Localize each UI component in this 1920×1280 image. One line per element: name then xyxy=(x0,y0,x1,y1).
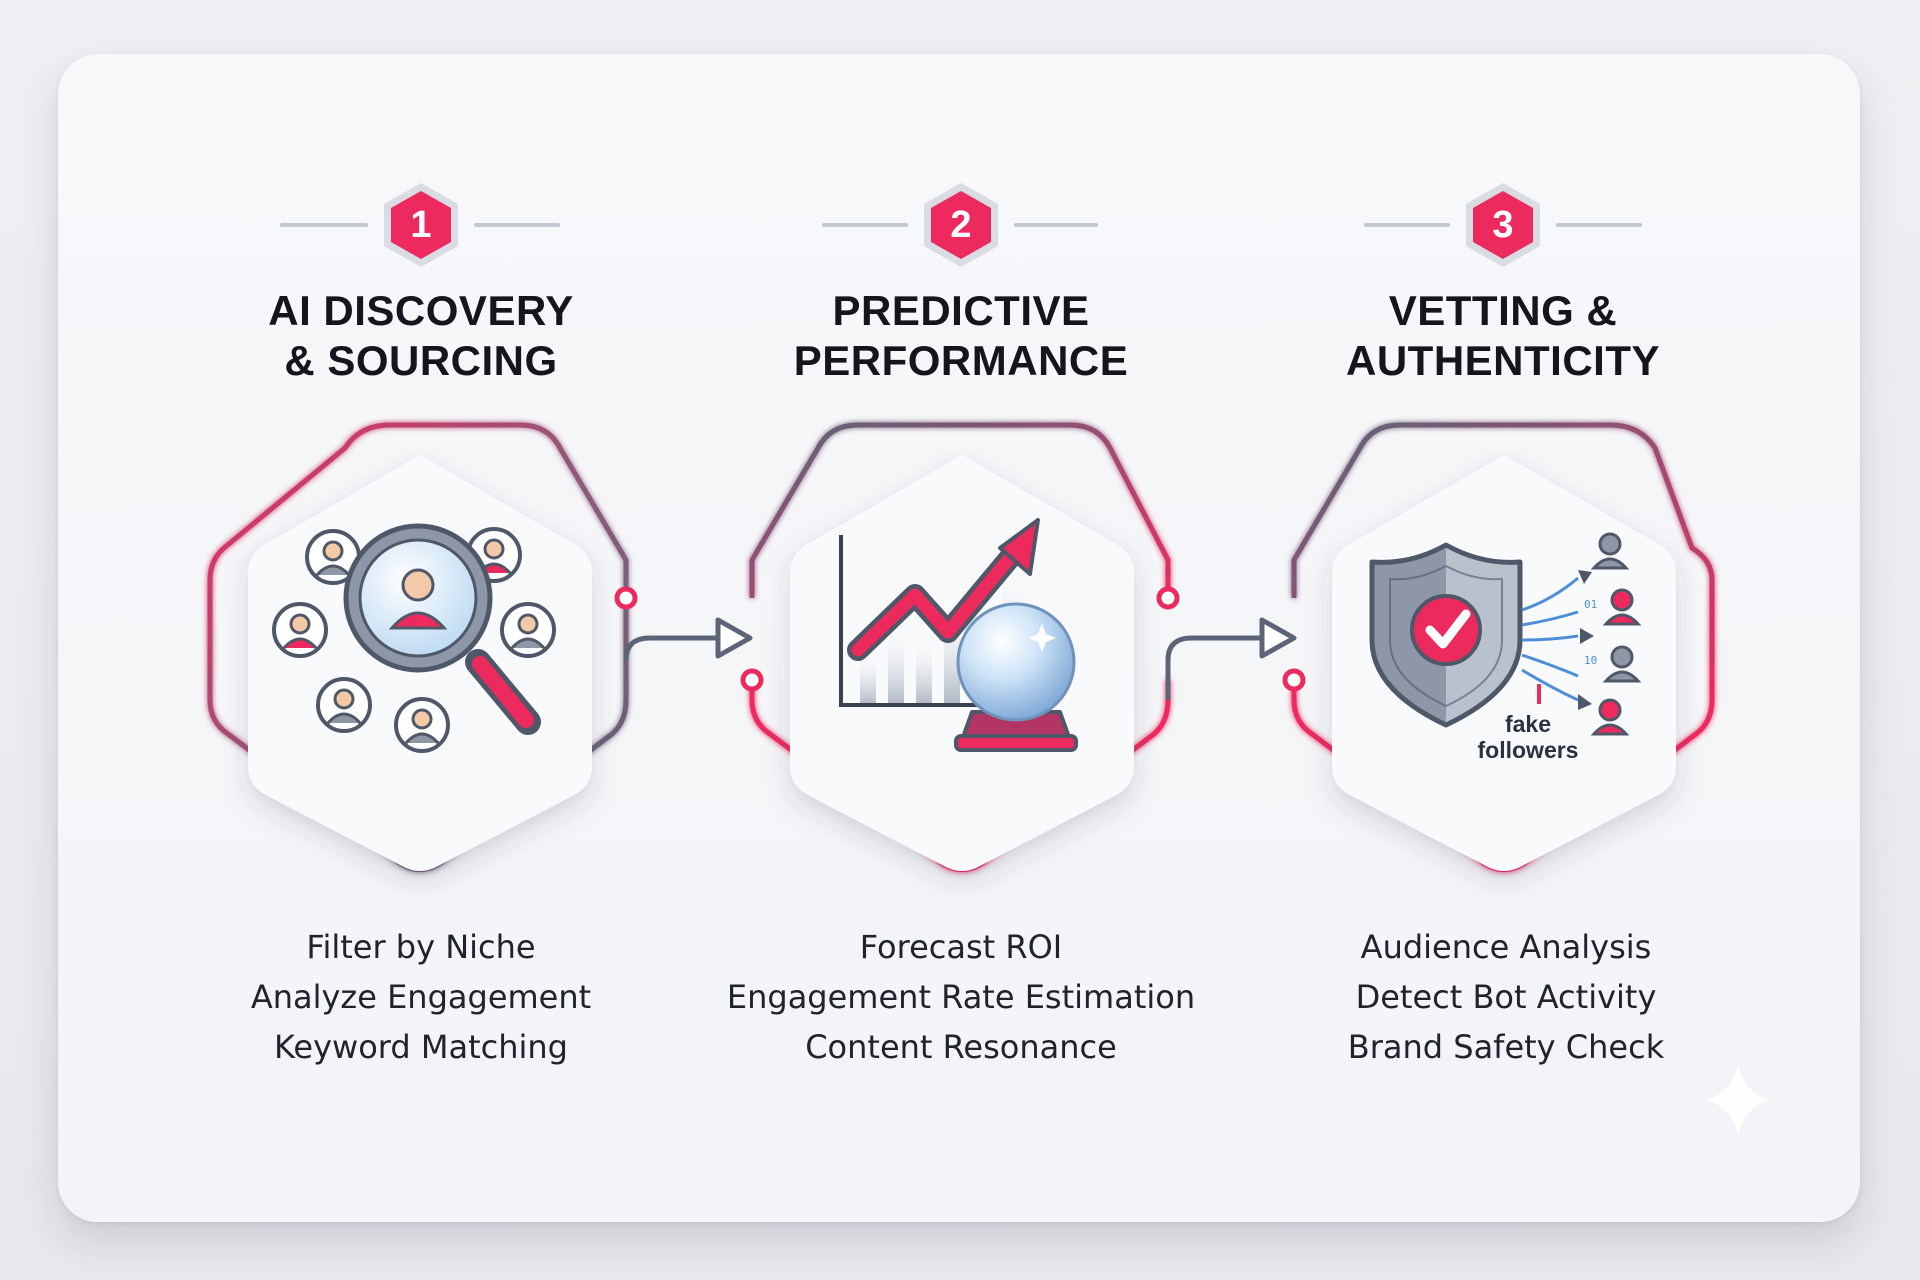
step-1-title-line-2: & SOURCING xyxy=(284,337,558,384)
step-2-bullet: Forecast ROI xyxy=(859,928,1063,966)
step-3-title-line-2: AUTHENTICITY xyxy=(1346,337,1660,384)
audience-stream-icon: 01 10 xyxy=(1521,570,1597,710)
step-1-title: AI DISCOVERY & SOURCING xyxy=(191,286,651,386)
step-3-bullet: Audience Analysis xyxy=(1360,928,1652,966)
step-2-title: PREDICTIVE PERFORMANCE xyxy=(731,286,1191,386)
svg-text:01: 01 xyxy=(1584,598,1597,611)
step-2-bullet: Content Resonance xyxy=(805,1028,1117,1066)
panel-3: 01 10 xyxy=(1282,422,1715,872)
step-1-bullet: Analyze Engagement xyxy=(250,978,592,1016)
panel-2 xyxy=(740,422,1180,872)
connector-arrow-1 xyxy=(623,617,753,661)
panel-1 xyxy=(207,422,638,872)
sparkle-icon xyxy=(1706,1062,1770,1138)
step-2-title-line-2: PERFORMANCE xyxy=(793,337,1129,384)
magnifier-people-icon xyxy=(343,523,541,735)
step-1-bullet: Filter by Niche xyxy=(306,928,536,966)
step-2-title-line-1: PREDICTIVE xyxy=(832,287,1090,334)
svg-text:10: 10 xyxy=(1584,654,1597,667)
follower-icons xyxy=(1590,532,1642,736)
step-2-bullets: Forecast ROI Engagement Rate Estimation … xyxy=(701,922,1221,1072)
step-2-number: 2 xyxy=(950,204,972,246)
growth-chart-crystal-ball-icon xyxy=(839,518,1078,752)
step-1-number: 1 xyxy=(410,204,432,246)
step-1-bullet: Keyword Matching xyxy=(274,1028,568,1066)
fake-followers-label: fake followers xyxy=(1458,711,1598,763)
step-3-title: VETTING & AUTHENTICITY xyxy=(1273,286,1733,386)
fake-followers-line-2: followers xyxy=(1477,737,1579,763)
step-1-title-line-1: AI DISCOVERY xyxy=(268,287,574,334)
step-3-title-line-1: VETTING & xyxy=(1388,287,1618,334)
shield-check-icon xyxy=(1369,542,1523,728)
step-1-bullets: Filter by Niche Analyze Engagement Keywo… xyxy=(161,922,681,1072)
step-3-bullet: Detect Bot Activity xyxy=(1355,978,1657,1016)
step-2-bullet: Engagement Rate Estimation xyxy=(726,978,1196,1016)
fake-followers-line-1: fake xyxy=(1504,711,1552,737)
step-3-number: 3 xyxy=(1492,204,1514,246)
step-3-bullet: Brand Safety Check xyxy=(1347,1028,1665,1066)
connector-arrow-2 xyxy=(1165,617,1297,700)
number-badges xyxy=(384,183,1540,267)
step-3-bullets: Audience Analysis Detect Bot Activity Br… xyxy=(1246,922,1766,1072)
